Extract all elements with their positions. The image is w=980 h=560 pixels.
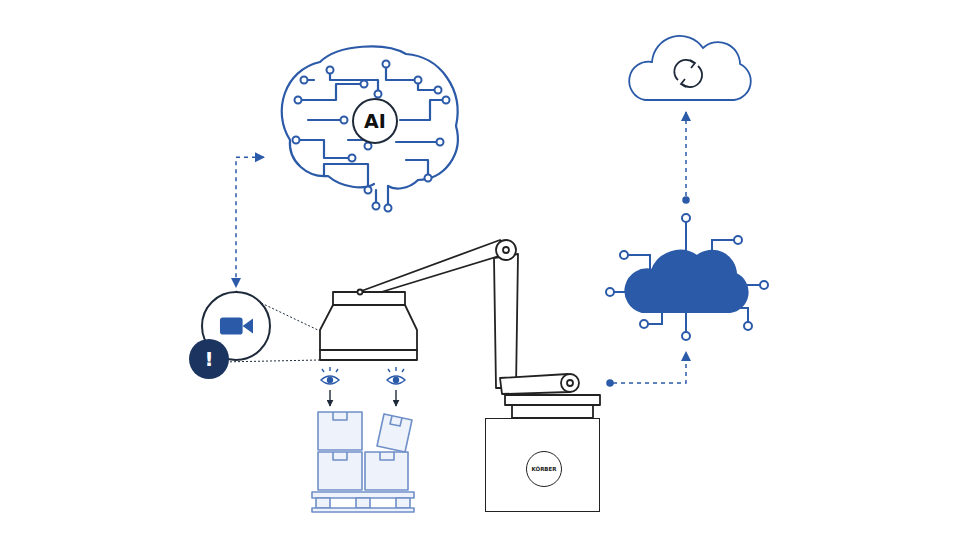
sync-cloud (629, 36, 751, 100)
circuit-brain-part-part (282, 46, 458, 188)
data-link-part (683, 197, 689, 203)
sync-icon-part (674, 60, 694, 80)
circuit-brain-part-part (437, 139, 444, 146)
robot-arm-part (496, 240, 516, 260)
robot-arm-part (358, 290, 363, 295)
vision-arrows (330, 390, 396, 406)
vision-eyes-part (387, 376, 405, 384)
robot-arm-part (494, 254, 518, 388)
boxes-on-pallet-part (390, 416, 402, 426)
circuit-cloud-part (685, 312, 687, 332)
circuit-cloud-part (760, 281, 768, 289)
circuit-brain-part-part (293, 137, 300, 144)
circuit-brain-part-part (349, 155, 356, 162)
robot-arm-part (503, 247, 509, 253)
robot-arm-part (567, 380, 573, 386)
circuit-brain-part-part (330, 70, 378, 94)
circuit-brain-part-part (373, 203, 380, 210)
circuit-brain-part (282, 46, 458, 208)
ai-label: AI (352, 98, 398, 144)
data-link-part (685, 112, 687, 196)
boxes-on-pallet-part (312, 492, 414, 498)
robot-base: KÖRBER (485, 418, 600, 512)
circuit-brain-part-part (301, 77, 308, 84)
robot-arm-part (512, 405, 593, 418)
logo-mark: KÖRBER (526, 451, 562, 487)
boxes-on-pallet-part (312, 508, 414, 512)
circuit-brain-part-part (443, 97, 450, 104)
circuit-cloud-part (734, 236, 742, 244)
boxes-on-pallet-part (333, 452, 347, 460)
robot-arm-part (356, 240, 506, 297)
circuit-cloud-part (620, 251, 628, 259)
circuit-cloud-part (606, 288, 614, 296)
circuit-brain-part-part (296, 140, 352, 158)
circuit-brain-part-part (324, 164, 368, 190)
circuit-brain-part-part (415, 77, 422, 84)
boxes-on-pallet-part (318, 412, 362, 450)
circuit-brain-part-part (361, 81, 368, 88)
camera-icon-part (220, 318, 243, 335)
sync-icon-part (682, 66, 702, 87)
sync-icon (674, 60, 702, 87)
circuit-brain-part-part (425, 175, 432, 182)
circuit-brain-part (293, 61, 450, 212)
circuit-cloud-part (682, 214, 690, 222)
robot-arm-part (333, 292, 405, 305)
boxes-on-pallet-part (316, 498, 410, 508)
vision-eyes-part (321, 376, 339, 384)
camera-circle: ! (201, 291, 271, 361)
robot-arm-part (500, 374, 570, 394)
boxes-on-pallet-part (333, 412, 347, 420)
vision-eyes-part (394, 378, 399, 383)
circuit-brain-part-part (386, 64, 418, 80)
boxes-on-pallet-part (318, 452, 362, 490)
vision-eyes-part (328, 378, 333, 383)
circuit-cloud-part (640, 320, 648, 328)
circuit-brain-part-part (365, 187, 372, 194)
dashed-connector (236, 157, 264, 287)
circuit-cloud-part (685, 222, 687, 252)
circuit-cloud (606, 214, 768, 340)
alert-badge: ! (189, 339, 229, 379)
circuit-cloud-part (744, 322, 752, 330)
robot-arm-part (320, 305, 417, 350)
ai-brain: AI (268, 40, 468, 215)
data-link-part (607, 380, 613, 386)
robot-arm (320, 240, 600, 418)
vision-arrows-part (329, 390, 330, 406)
boxes-on-pallet-part (377, 414, 412, 452)
circuit-brain-part-part (341, 117, 348, 124)
circuit-brain-part-part (383, 61, 390, 68)
vision-eyes (321, 367, 405, 384)
circuit-brain-part-part (396, 141, 440, 143)
robot-arm-part (505, 395, 600, 405)
circuit-cloud-part (682, 332, 690, 340)
circuit-brain-part-part (298, 84, 364, 100)
sync-icon-part (681, 79, 686, 87)
vision-eyes-part (322, 367, 338, 372)
boxes-on-pallet-part (380, 452, 394, 460)
circuit-brain-part-part (295, 97, 302, 104)
circuit-brain-part-part (308, 119, 344, 121)
boxes-on-pallet-part (365, 452, 408, 490)
circuit-brain-part-part (327, 67, 334, 74)
circuit-brain-part-part (375, 91, 382, 98)
robot-arm-part (561, 374, 579, 392)
circuit-brain-part-part (400, 100, 446, 120)
data-link (607, 112, 689, 386)
robot-arm-part (320, 350, 417, 360)
vision-arrows-part (395, 390, 396, 406)
circuit-brain-part-part (385, 205, 392, 212)
camera-icon-part (243, 318, 253, 333)
circuit-brain-part-part (435, 87, 442, 94)
circuit-cloud-part (625, 251, 747, 312)
data-link-part (613, 352, 686, 383)
sync-icon-part (690, 60, 695, 68)
boxes-on-pallet (312, 412, 414, 512)
vision-eyes-part (388, 367, 404, 372)
sync-cloud-part (629, 36, 751, 100)
